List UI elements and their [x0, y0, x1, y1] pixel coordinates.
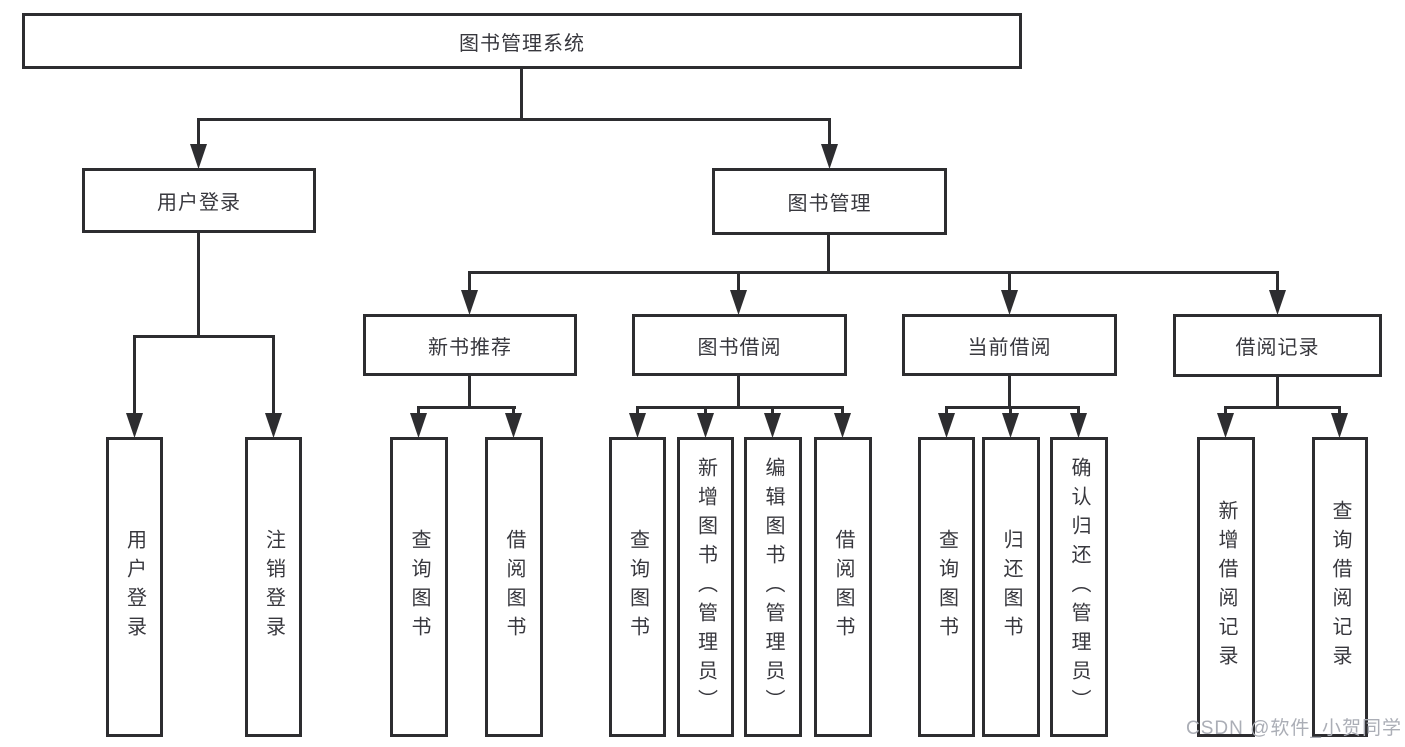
leaf-label: 查询图书	[935, 529, 958, 645]
arrowhead-leaf	[1331, 413, 1348, 438]
node-label: 新书推荐	[428, 336, 512, 359]
connector-to-borrowing-records	[1276, 271, 1279, 293]
node-book-borrowing: 图书借阅	[632, 314, 847, 376]
leaf-edit-books-admin: 编辑图书（管理员）	[744, 437, 802, 737]
connector-leaf	[945, 406, 948, 418]
leaf-label: 查询借阅记录	[1329, 500, 1351, 674]
connector-to-user-login	[197, 118, 200, 146]
connector-current-borrowing-rail	[945, 406, 1080, 409]
connector-new-book-rec-stem	[468, 374, 471, 408]
arrowhead-leaf	[834, 413, 851, 438]
leaf-add-borrow-record: 新增借阅记录	[1197, 437, 1255, 737]
connector-leaf	[1224, 406, 1227, 418]
leaf-label: 归还图书	[1000, 529, 1022, 645]
connector-to-current-borrowing	[1008, 271, 1011, 293]
node-current-borrowing: 当前借阅	[902, 314, 1117, 376]
connector-leaf	[841, 406, 844, 418]
connector-book-borrowing-stem	[737, 374, 740, 408]
leaf-user-login: 用户登录	[106, 437, 163, 737]
leaf-label: 查询图书	[408, 529, 430, 645]
arrowhead-leaf	[1217, 413, 1234, 438]
arrowhead-new-book-rec	[461, 290, 478, 315]
connector-borrowing-records-rail	[1224, 406, 1341, 409]
node-book-management: 图书管理	[712, 168, 947, 235]
connector-to-book-borrowing	[737, 271, 740, 293]
arrowhead-leaf	[764, 413, 781, 438]
leaf-query-books: 查询图书	[918, 437, 975, 737]
connector-to-logout-leaf	[272, 335, 275, 415]
node-label: 当前借阅	[967, 336, 1052, 359]
connector-current-borrowing-stem	[1008, 374, 1011, 408]
node-user-login: 用户登录	[82, 168, 316, 233]
leaf-label: 查询图书	[626, 529, 649, 645]
node-label: 图书管理系统	[459, 32, 585, 55]
connector-book-management-stem	[827, 233, 830, 273]
connector-leaf	[636, 406, 639, 418]
arrowhead-logout-leaf	[265, 413, 282, 438]
leaf-label: 借阅图书	[503, 529, 525, 645]
connector-to-new-book-rec	[468, 271, 471, 293]
connector-leaf	[1077, 406, 1080, 418]
connector-level1-rail	[197, 118, 831, 121]
arrowhead-leaf	[505, 413, 522, 438]
connector-root-stem	[520, 69, 523, 121]
leaf-label: 确认归还（管理员）	[1068, 456, 1090, 718]
leaf-logout: 注销登录	[245, 437, 302, 737]
node-library-management-system: 图书管理系统	[22, 13, 1022, 69]
connector-borrowing-records-stem	[1276, 375, 1279, 408]
arrowhead-book-management	[821, 144, 838, 169]
connector-leaf	[512, 406, 515, 418]
arrowhead-book-borrowing	[730, 290, 747, 315]
leaf-query-books: 查询图书	[390, 437, 448, 737]
connector-level2-rail	[468, 271, 1279, 274]
connector-leaf	[1009, 406, 1012, 418]
leaf-label: 用户登录	[123, 529, 146, 645]
node-label: 借阅记录	[1235, 337, 1320, 359]
leaf-label: 借阅图书	[832, 529, 854, 645]
node-new-book-recommendation: 新书推荐	[363, 314, 577, 376]
leaf-borrow-books: 借阅图书	[814, 437, 872, 737]
leaf-add-books-admin: 新增图书（管理员）	[677, 437, 734, 737]
arrowhead-leaf	[629, 413, 646, 438]
connector-leaf	[704, 406, 707, 418]
arrowhead-borrowing-records	[1269, 290, 1286, 315]
node-label: 图书借阅	[697, 336, 782, 359]
arrowhead-leaf	[938, 413, 955, 438]
leaf-label: 新增图书（管理员）	[694, 456, 717, 718]
connector-new-book-rec-rail	[417, 406, 516, 409]
connector-leaf	[771, 406, 774, 418]
arrowhead-leaf	[1070, 413, 1087, 438]
connector-user-login-stem	[197, 231, 200, 337]
arrowhead-user-login	[190, 144, 207, 169]
leaf-label: 编辑图书（管理员）	[762, 456, 784, 718]
connector-to-book-management	[828, 118, 831, 146]
leaf-return-books: 归还图书	[982, 437, 1040, 737]
arrowhead-leaf	[1002, 413, 1019, 438]
node-borrowing-records: 借阅记录	[1173, 314, 1382, 377]
leaf-query-books: 查询图书	[609, 437, 666, 737]
leaf-label: 新增借阅记录	[1215, 500, 1237, 674]
arrowhead-user-login-leaf	[126, 413, 143, 438]
leaf-borrow-books: 借阅图书	[485, 437, 543, 737]
node-label: 图书管理	[787, 193, 872, 215]
connector-book-borrowing-rail	[636, 406, 844, 409]
arrowhead-leaf	[410, 413, 427, 438]
connector-leaf	[1338, 406, 1341, 418]
leaf-confirm-return-admin: 确认归还（管理员）	[1050, 437, 1108, 737]
csdn-watermark: CSDN @软件_小贺同学	[1186, 718, 1402, 739]
connector-user-login-rail	[133, 335, 275, 338]
arrowhead-current-borrowing	[1001, 290, 1018, 315]
connector-to-user-login-leaf	[133, 335, 136, 415]
leaf-label: 注销登录	[262, 529, 285, 645]
leaf-query-borrow-record: 查询借阅记录	[1312, 437, 1368, 737]
node-label: 用户登录	[157, 192, 241, 214]
arrowhead-leaf	[697, 413, 714, 438]
connector-leaf	[417, 406, 420, 418]
